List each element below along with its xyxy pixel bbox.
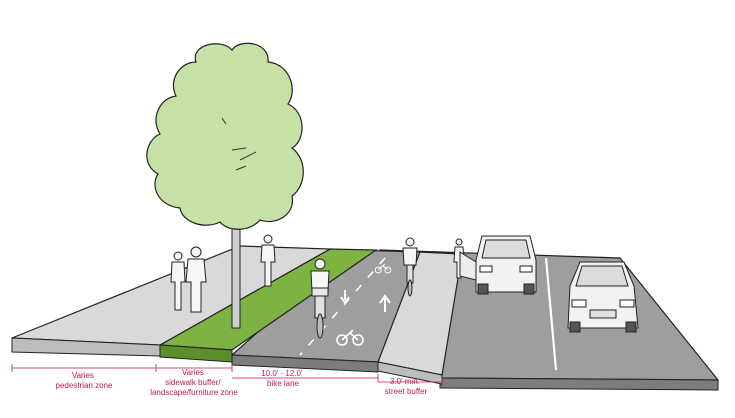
buffer-zone-label: Varies sidewalk buffer/ landscape/furnit… (150, 368, 238, 397)
buffer-zone-value: Varies (182, 368, 204, 377)
street-buffer-value: 3.0' min. (390, 377, 420, 386)
dimension-labels: Varies pedestrian zone Varies sidewalk b… (56, 368, 428, 397)
buffer-zone-name-2: landscape/furniture zone (150, 388, 238, 397)
bike-lane-label: 10.0' - 12.0' bike lane (261, 369, 305, 388)
car-icon (568, 262, 638, 332)
street-buffer-name: street buffer (385, 387, 428, 396)
tree-trunk (232, 222, 240, 328)
road-front-edge (440, 378, 718, 390)
street-buffer-label: 3.0' min. street buffer (385, 377, 428, 396)
pedestrian-zone-label: Varies pedestrian zone (56, 371, 113, 390)
tree-foliage (147, 43, 303, 229)
pedestrian-zone-name: pedestrian zone (56, 381, 113, 390)
buffer-zone-name-1: sidewalk buffer/ (165, 378, 221, 387)
pedestrian-zone-value: Varies (72, 371, 94, 380)
bike-lane-value: 10.0' - 12.0' (261, 369, 303, 378)
bike-lane-name: bike lane (267, 379, 300, 388)
